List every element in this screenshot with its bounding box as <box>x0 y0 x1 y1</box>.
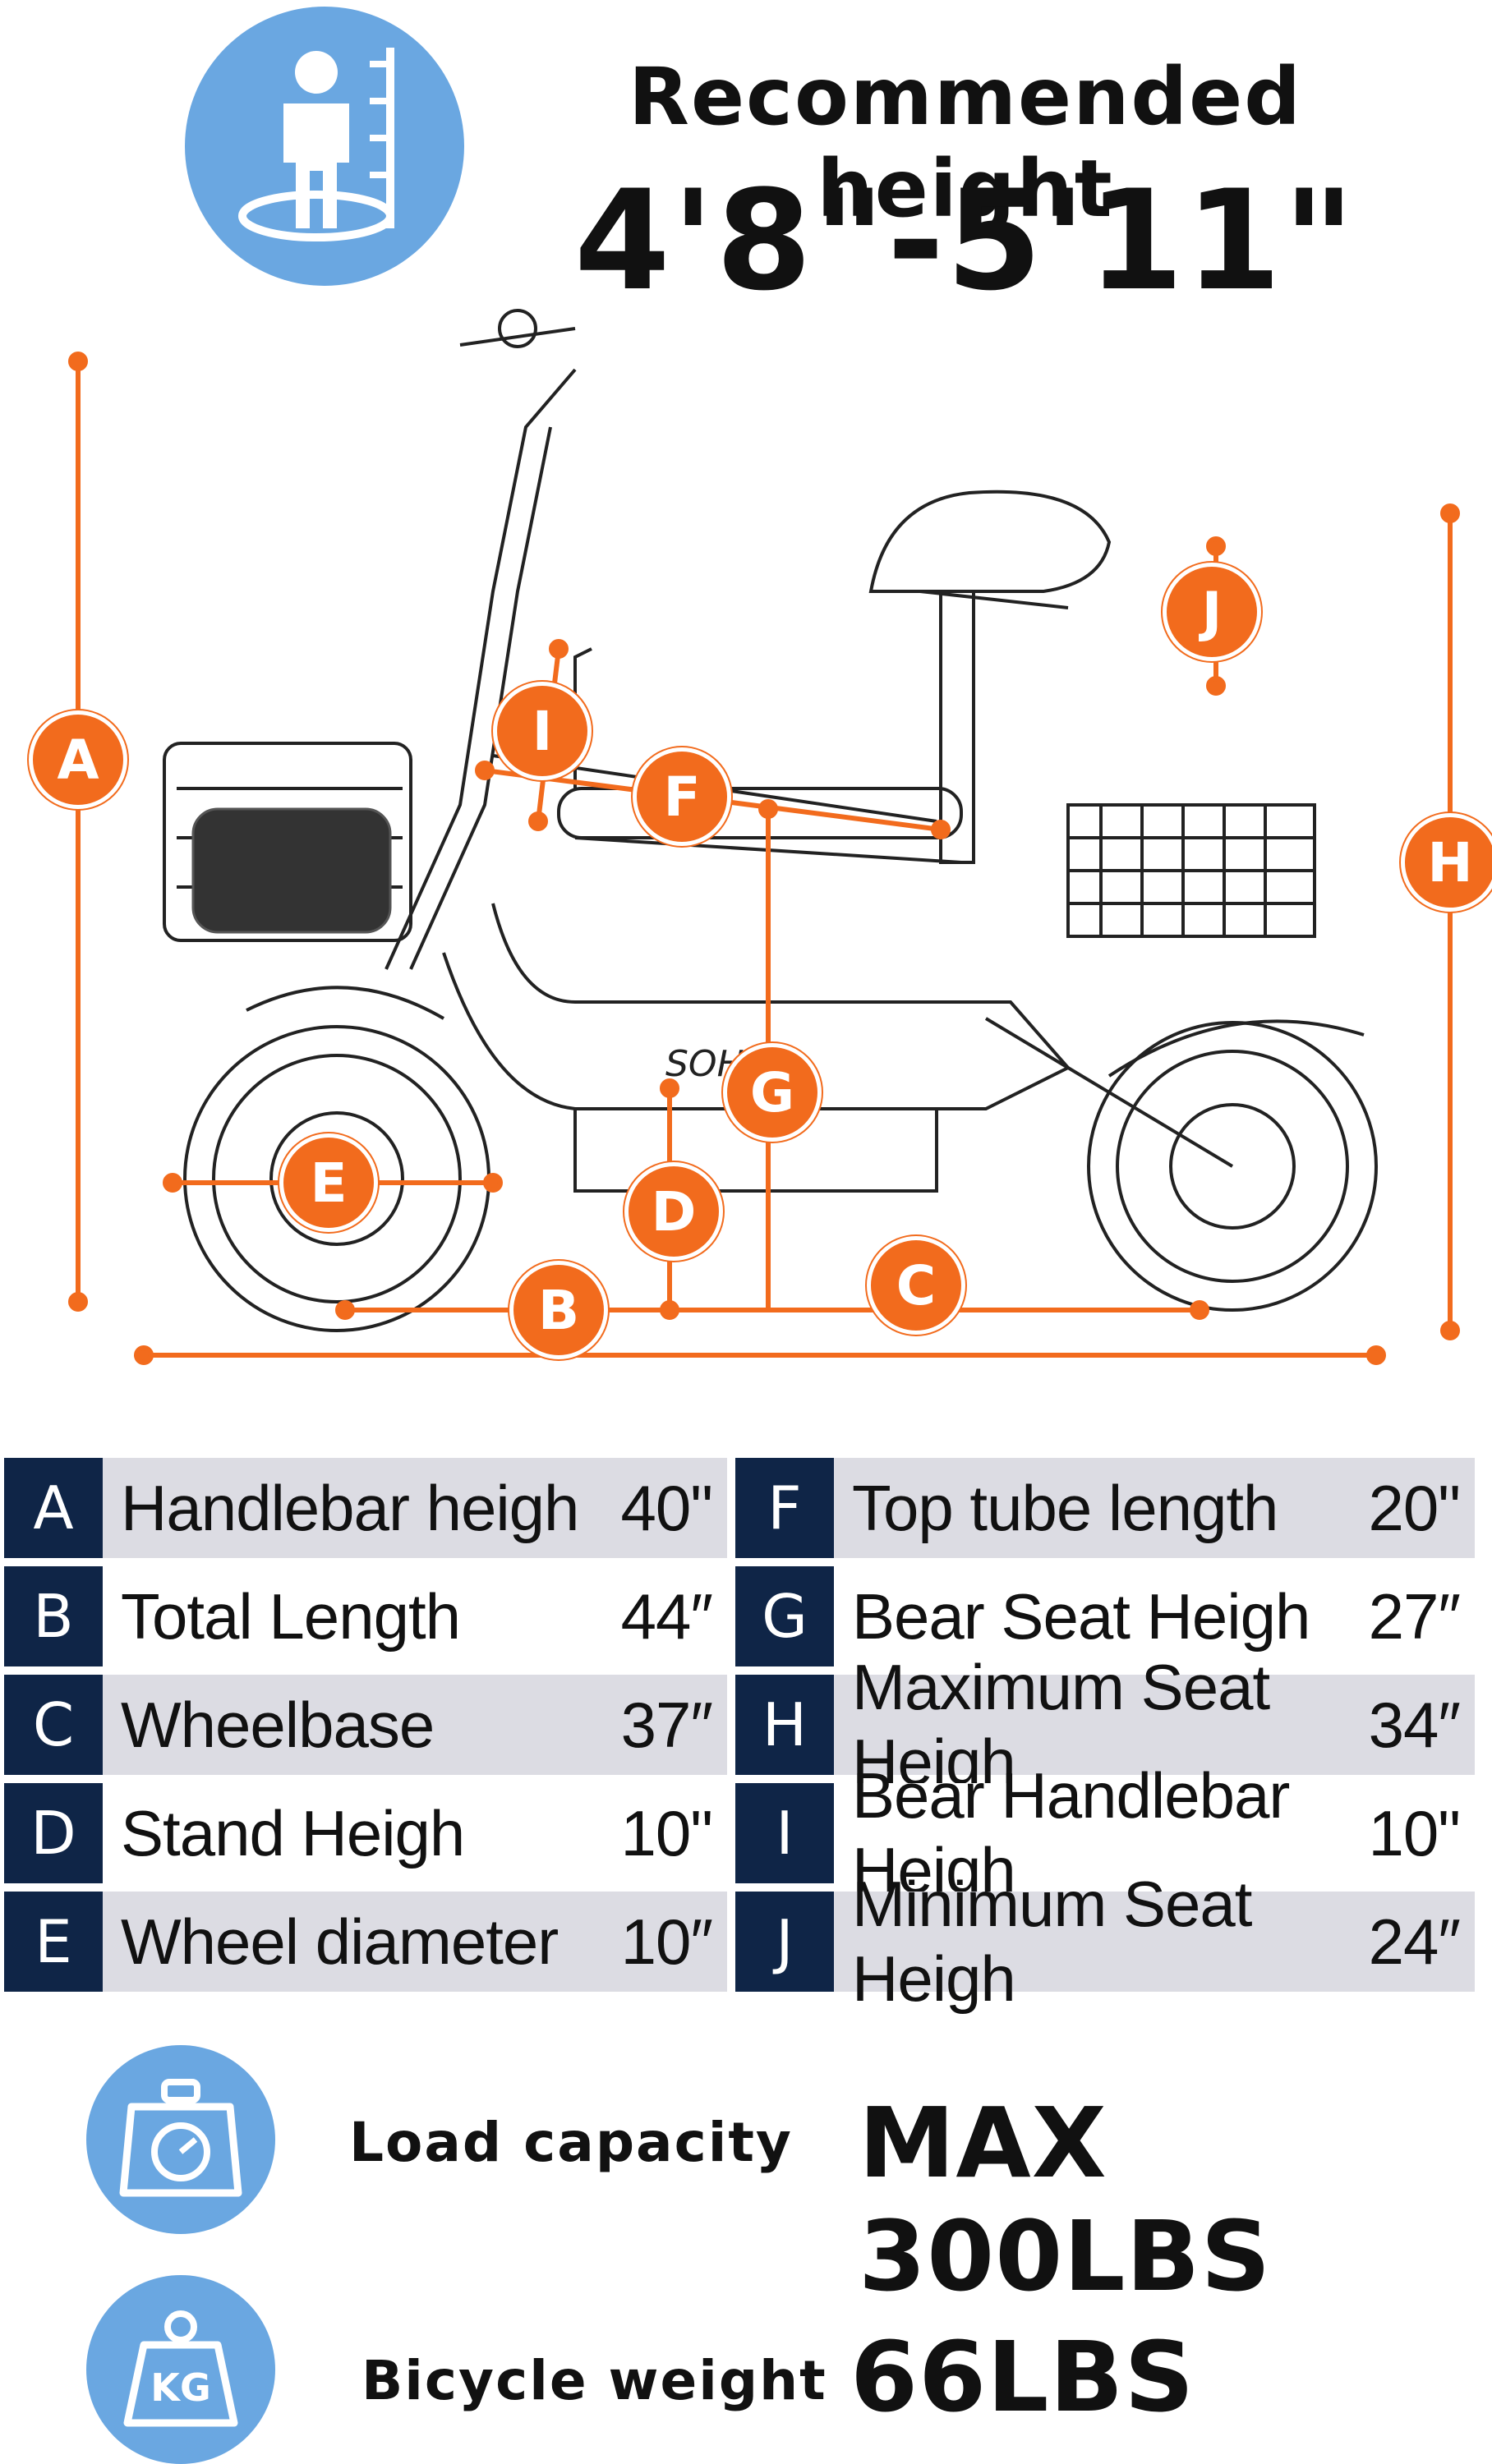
spec-value: 44″ <box>620 1579 713 1653</box>
spec-label: Maximum Seat Heigh <box>852 1651 1270 1798</box>
recommended-height-label: Recommended height <box>629 51 1302 235</box>
spec-row-h: H Maximum Seat Heigh 34″ <box>735 1651 1475 1798</box>
badge-b: B <box>509 1261 608 1359</box>
spec-letter: B <box>4 1566 103 1666</box>
spec-value: 10" <box>1368 1796 1461 1869</box>
load-capacity-label: Load capacity <box>349 2111 793 2174</box>
badge-a: A <box>29 710 127 809</box>
recommended-height-value: 4'8"-5'11" <box>573 160 1357 321</box>
scooter-diagram: SOHOO A B C D E F G H <box>0 296 1492 1388</box>
spec-value: 27″ <box>1368 1579 1461 1653</box>
badge-c: C <box>867 1236 965 1335</box>
badge-h: H <box>1401 813 1492 912</box>
spec-letter: H <box>735 1675 834 1775</box>
spec-letter: I <box>735 1783 834 1883</box>
spec-label: Wheel diameter <box>121 1905 559 1978</box>
height-icon-circle <box>185 7 464 286</box>
spec-label: Handlebar heigh <box>121 1471 579 1544</box>
spec-row-b: B Total Length 44″ <box>4 1566 727 1666</box>
spec-value: 34″ <box>1368 1688 1461 1761</box>
kg-text: KG <box>150 2365 210 2410</box>
spec-letter: D <box>4 1783 103 1883</box>
spec-value: 37″ <box>620 1688 713 1761</box>
spec-letter: G <box>735 1566 834 1666</box>
spec-letter: E <box>4 1892 103 1992</box>
badge-d: D <box>624 1162 723 1261</box>
bicycle-weight-value: 66LBS <box>850 2320 1195 2434</box>
spec-label: Minimum Seat Heigh <box>852 1868 1252 2015</box>
spec-value: 10″ <box>620 1905 713 1978</box>
load-capacity-value: MAX 300LBS <box>859 2086 1272 2313</box>
badge-j: J <box>1163 563 1261 661</box>
spec-label: Total Length <box>121 1579 461 1653</box>
kg-weight-icon: KG <box>123 2310 238 2427</box>
spec-letter: A <box>4 1458 103 1558</box>
spec-table: A Handlebar heigh 40" B Total Length 44″ C… <box>0 1458 1492 2015</box>
scale-icon <box>119 2079 242 2197</box>
badge-e: E <box>279 1133 378 1232</box>
scooter-drawing: SOHOO <box>68 309 1460 1365</box>
bicycle-weight-label: Bicycle weight <box>361 2349 827 2412</box>
spec-row-g: G Bear Seat Heigh 27″ <box>735 1566 1475 1666</box>
spec-label: Wheelbase <box>121 1688 435 1761</box>
spec-label: Stand Heigh <box>121 1796 465 1869</box>
spec-value: 10" <box>620 1796 713 1869</box>
spec-label: Top tube length <box>852 1471 1278 1544</box>
spec-row-c: C Wheelbase 37″ <box>4 1675 727 1775</box>
spec-row-e: E Wheel diameter 10″ <box>4 1892 727 1992</box>
person-height-icon <box>238 48 394 241</box>
spec-label: Bear Seat Heigh <box>852 1579 1310 1653</box>
spec-value: 40" <box>620 1471 713 1544</box>
badge-g: G <box>723 1043 822 1142</box>
spec-row-j: J Minimum Seat Heigh 24″ <box>735 1868 1475 2015</box>
spec-value: 20" <box>1368 1471 1461 1544</box>
spec-letter: F <box>735 1458 834 1558</box>
badge-f: F <box>633 747 731 846</box>
spec-letter: C <box>4 1675 103 1775</box>
spec-value: 24″ <box>1368 1905 1461 1978</box>
badge-i: I <box>493 682 592 780</box>
weight-icon-circle: KG <box>86 2275 275 2464</box>
load-icon-circle <box>86 2045 275 2234</box>
spec-row-d: D Stand Heigh 10" <box>4 1783 727 1883</box>
spec-row-a: A Handlebar heigh 40" <box>4 1458 727 1558</box>
spec-row-f: F Top tube length 20" <box>735 1458 1475 1558</box>
spec-letter: J <box>735 1892 834 1992</box>
